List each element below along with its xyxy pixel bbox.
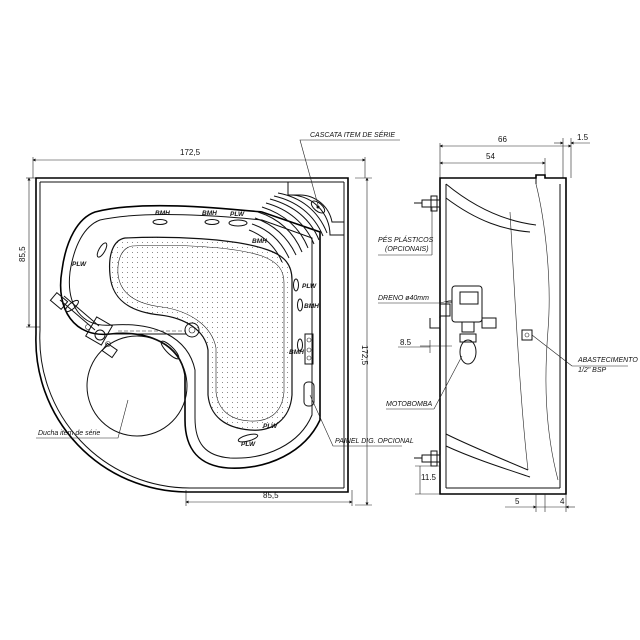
label-cascata: CASCATA ITEM DE SÉRIE [310,130,395,139]
dimension-5-label: 5 [515,497,520,506]
dimension-1-5-label: 1.5 [577,133,589,142]
label-painel: PAINEL DIG. OPCIONAL [335,438,414,445]
dimension-width-label: 172,5 [180,148,201,157]
label-ducha: Ducha item de série [38,430,100,437]
dimension-depth-right: 172,5 [355,177,372,506]
jets [65,219,315,443]
tub-side-body [439,174,567,495]
shower-fixture [49,291,188,437]
drain [184,322,200,338]
dimension-11-5-label: 11.5 [421,473,437,482]
dimension-width: 172,5 [32,148,366,178]
top-view: 172,5 85,5 172,5 85,5 [18,130,414,506]
jet-label-plw-small: PLW [263,423,278,430]
dimension-8-5-label: 8.5 [400,338,412,347]
jet-label-bmh-corner: BMH [252,238,267,245]
dimension-depth-right-label: 172,5 [360,345,369,366]
label-motobomba: MOTOBOMBA [386,401,432,408]
jet-label-plw-right: PLW [302,283,317,290]
backrest-ribs [248,192,328,263]
label-abastecimento-line2: 1/2" BSP [578,367,606,374]
label-pes-line2: (OPCIONAIS) [385,246,429,253]
water-supply-fitting [521,329,533,341]
jet-label-plw-left: PLW [72,261,87,268]
label-abastecimento-line1: ABASTECIMENTO [577,357,638,364]
tub-outer-outline [35,177,349,493]
jet-label-plw-bottom: PLW [241,441,256,448]
jet-label-bmh-right-2: BMH [289,349,304,356]
dimension-4-label: 4 [560,497,565,506]
tub-shell [59,204,321,469]
jet-label-bmh-2: BMH [202,210,217,217]
dimension-66: 66 [439,135,572,178]
label-pes-line1: PÉS PLÁSTICOS [378,235,434,244]
jet-label-bmh-right-1: BMH [304,303,319,310]
plastic-feet [414,195,441,467]
dimension-depth-left-label: 85,5 [18,246,27,262]
label-dreno: DRENO ø40mm [378,295,429,302]
leader-cascata [299,139,319,206]
motor-pump [420,285,497,365]
dimension-11-5: 11.5 [415,465,440,495]
dimension-54-label: 54 [486,152,495,161]
dimension-1-5: 1.5 [554,133,590,178]
dimension-bottom-label: 85,5 [263,491,279,500]
dimension-54: 54 [439,152,546,176]
leader-ducha [36,399,129,439]
jet-label-bmh-1: BMH [155,210,170,217]
basin-floor [108,236,293,431]
side-view: 66 54 1.5 [378,133,638,512]
dimension-bottom-offsets: 5 4 [505,494,575,512]
leader-painel [309,394,402,447]
cascade-corner [287,182,344,236]
dimension-66-label: 66 [498,135,507,144]
jet-label-plw-top: PLW [230,211,245,218]
